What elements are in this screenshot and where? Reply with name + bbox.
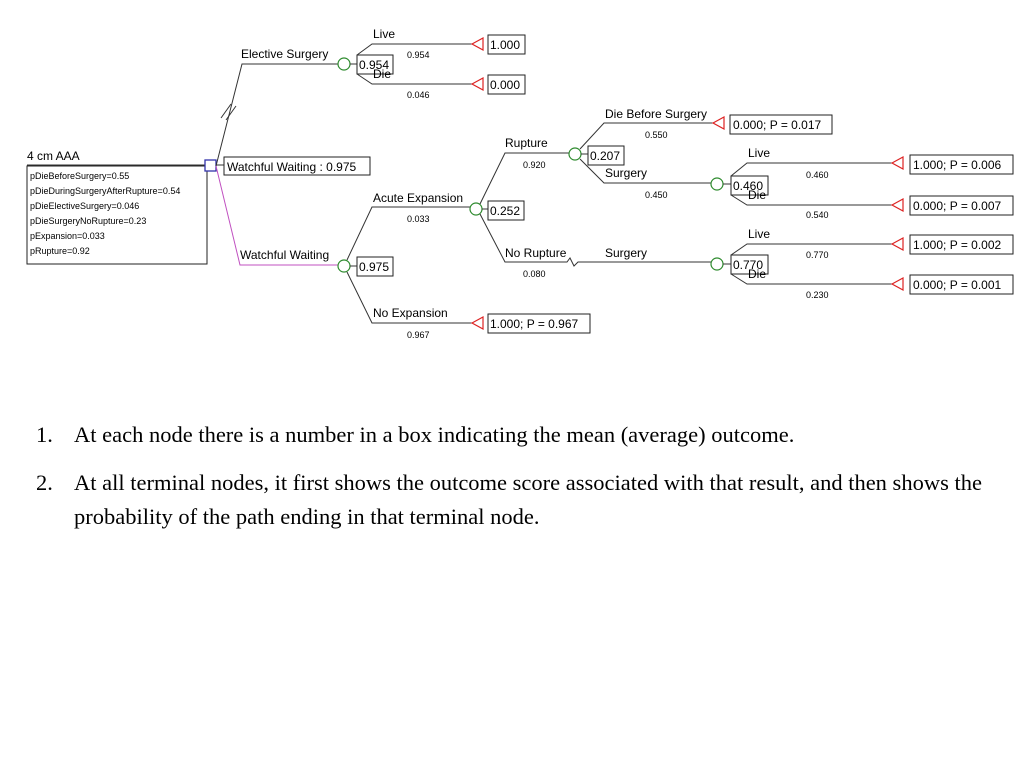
branch-label-no-rupture: No Rupture [505,246,567,260]
terminal-node-icon[interactable] [890,276,904,292]
terminal-value-box [909,274,1014,295]
branch-probability: 0.230 [806,290,829,300]
note-item: 1. At each node there is a number in a b… [36,418,1006,452]
branch-label-die: Die [748,188,766,202]
note-item: 2. At all terminal nodes, it first shows… [36,466,1006,534]
note-number: 1. [36,422,53,447]
decision-value-box [223,156,371,176]
branch-label-die: Die [748,267,766,281]
branch-label-live: Live [373,27,395,41]
node-value-box [587,145,625,166]
terminal-value: 1.000 [490,38,520,52]
note-number: 2. [36,470,53,495]
terminal-value-box [487,74,526,95]
terminal-node-icon[interactable] [890,197,904,213]
node-value-rupture: 0.207 [590,149,620,163]
terminal-value: 0.000 [490,78,520,92]
terminal-node-icon[interactable] [470,315,484,331]
branch-label-rupture: Rupture [505,136,548,150]
branch-label-acute-expansion: Acute Expansion [373,191,463,205]
branch-probability: 0.080 [523,269,546,279]
terminal-value-box [729,114,833,135]
variable-line: pDieElectiveSurgery=0.046 [30,201,139,211]
terminal-value: 1.000; P = 0.002 [913,238,1002,252]
branch-probability: 0.033 [407,214,430,224]
decision-tree: 4 cm AAA pDieBeforeSurgery=0.55 pDieDuri… [26,27,1014,340]
node-value-box [487,200,525,221]
node-value-box [356,54,394,75]
branch-label-watchful-waiting: Watchful Waiting [240,248,329,262]
terminal-node-icon[interactable] [711,115,725,131]
terminal-value-box [487,34,526,55]
branch-probability: 0.967 [407,330,430,340]
variable-line: pExpansion=0.033 [30,231,105,241]
terminal-value: 0.000; P = 0.007 [913,199,1002,213]
branch-label-die: Die [373,67,391,81]
chance-node-icon[interactable] [710,257,724,271]
variable-line: pDieSurgeryNoRupture=0.23 [30,216,146,226]
root-title: 4 cm AAA [27,149,80,163]
terminal-value-box [909,195,1014,216]
node-value-box [356,256,394,277]
node-value-acute: 0.252 [490,204,520,218]
terminal-value: 1.000; P = 0.006 [913,158,1002,172]
chance-node-icon[interactable] [337,259,351,273]
branch-label-elective-surgery: Elective Surgery [241,47,328,61]
node-value-watchful: 0.975 [359,260,389,274]
terminal-value: 0.000; P = 0.001 [913,278,1002,292]
branch-probability: 0.770 [806,250,829,260]
node-value-surgery-no-rupture: 0.770 [733,258,763,272]
terminal-node-icon[interactable] [470,76,484,92]
variable-line: pRupture=0.92 [30,246,90,256]
terminal-value: 0.000; P = 0.017 [733,118,822,132]
node-value-surgery-rupture: 0.460 [733,179,763,193]
notes-list: 1. At each node there is a number in a b… [36,418,1006,548]
node-value-box [730,175,769,196]
branch-label-live: Live [748,146,770,160]
branch-probability: 0.920 [523,160,546,170]
note-text: At each node there is a number in a box … [74,422,795,447]
variables-box [26,165,208,265]
branch-probability: 0.540 [806,210,829,220]
branch-probability: 0.550 [645,130,668,140]
terminal-node-icon[interactable] [890,155,904,171]
node-value-box [730,254,769,275]
terminal-value-box [909,234,1014,255]
branch-label-surgery: Surgery [605,166,647,180]
terminal-value: 1.000; P = 0.967 [490,317,579,331]
decision-value: Watchful Waiting : 0.975 [227,160,356,174]
terminal-value-box [487,313,591,334]
branch-probability: 0.954 [407,50,430,60]
chance-node-icon[interactable] [568,147,582,161]
variable-line: pDieBeforeSurgery=0.55 [30,171,129,181]
branch-probability: 0.450 [645,190,668,200]
note-text: At all terminal nodes, it first shows th… [74,470,982,529]
branch-probability: 0.460 [806,170,829,180]
branch-label-die-before-surgery: Die Before Surgery [605,107,707,121]
branch-label-surgery: Surgery [605,246,647,260]
chance-node-icon[interactable] [337,57,351,71]
chance-node-icon[interactable] [469,202,483,216]
branch-label-no-expansion: No Expansion [373,306,448,320]
terminal-value-box [909,154,1014,175]
terminal-node-icon[interactable] [470,36,484,52]
terminal-node-icon[interactable] [890,236,904,252]
branch-label-live: Live [748,227,770,241]
chance-node-icon[interactable] [710,177,724,191]
decision-node-icon[interactable] [204,159,217,172]
node-value-elective: 0.954 [359,58,389,72]
variable-line: pDieDuringSurgeryAfterRupture=0.54 [30,186,180,196]
branch-probability: 0.046 [407,90,430,100]
